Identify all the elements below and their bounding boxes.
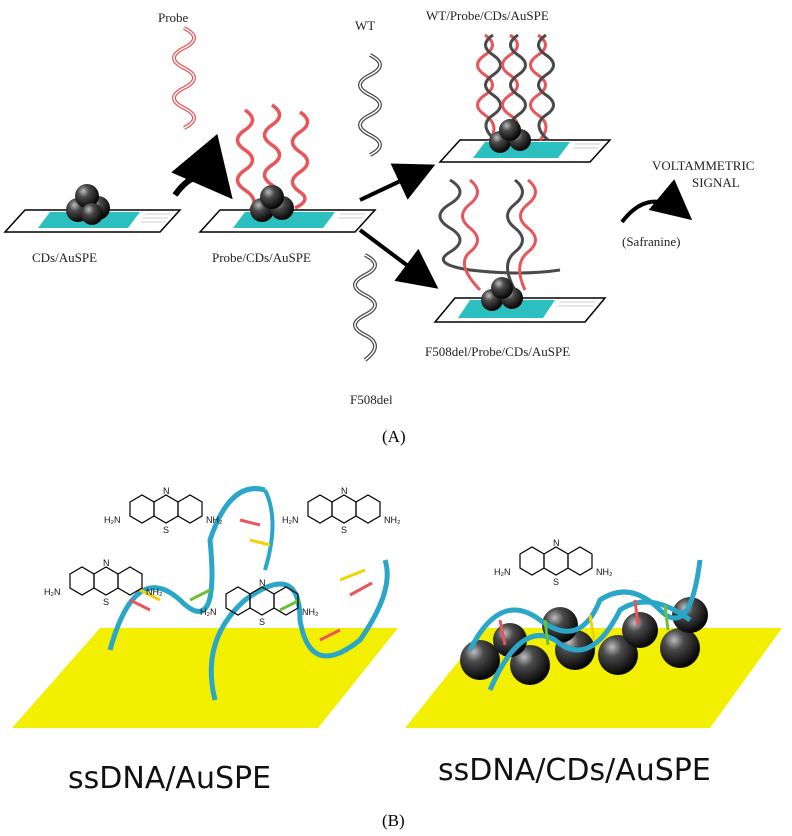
arrow-to-f508 xyxy=(358,228,439,289)
signal-line2: SIGNAL xyxy=(692,175,740,190)
mol3-n: N xyxy=(103,558,110,568)
panel-b-caption: (B) xyxy=(382,811,405,830)
mol5-n: N xyxy=(553,538,560,548)
mol4-nh2: NH₂ xyxy=(302,607,319,617)
molecule-2: N S H₂N NH₂ xyxy=(282,486,401,535)
mol5-nh2: NH₂ xyxy=(596,567,613,577)
wt-label: WT xyxy=(355,18,375,33)
f508-electrode-label: F508del/Probe/CDs/AuSPE xyxy=(425,344,570,359)
probe-label: Probe xyxy=(158,10,189,25)
mol2-nh2: NH₂ xyxy=(384,515,401,525)
left-caption-label: ssDNA/AuSPE xyxy=(68,761,271,796)
molecule-3: N S H₂N NH₂ xyxy=(44,558,163,607)
signal-curved-arrow xyxy=(620,179,693,224)
left-dna xyxy=(107,486,390,701)
right-caption-label: ssDNA/CDs/AuSPE xyxy=(438,753,711,788)
f508-electrode xyxy=(433,178,607,323)
cds-electrode xyxy=(3,184,182,233)
mol3-s: S xyxy=(103,597,109,607)
arrow-to-wt xyxy=(359,163,436,202)
mol5-h2n: H₂N xyxy=(494,567,511,577)
mol1-h2n: H₂N xyxy=(104,515,121,525)
probe-electrode-label: Probe/CDs/AuSPE xyxy=(212,250,311,265)
panel-b: N S H₂N NH₂ N S H₂N NH₂ N S H₂N NH₂ xyxy=(12,486,782,830)
probe-electrode xyxy=(198,103,377,233)
f508-label: F508del xyxy=(350,392,393,407)
mol1-n: N xyxy=(163,486,170,496)
safranine-label: (Safranine) xyxy=(622,234,680,249)
mol4-s: S xyxy=(259,617,265,627)
wt-electrode-label: WT/Probe/CDs/AuSPE xyxy=(426,8,549,23)
molecule-1: N S H₂N NH₂ xyxy=(104,486,223,535)
mol1-nh2: NH₂ xyxy=(206,515,223,525)
molecule-5: N S H₂N NH₂ xyxy=(494,538,613,587)
panel-a: Probe CDs/AuSPE Probe/CDs/AuSP xyxy=(3,8,754,446)
mol2-s: S xyxy=(341,525,347,535)
mol3-nh2: NH₂ xyxy=(146,587,163,597)
left-plane xyxy=(12,628,398,728)
right-dna xyxy=(460,559,708,691)
mol2-n: N xyxy=(341,486,348,496)
panel-a-caption: (A) xyxy=(382,427,406,446)
mol2-h2n: H₂N xyxy=(282,515,299,525)
curved-arrow xyxy=(171,133,233,200)
mol1-s: S xyxy=(163,525,169,535)
wt-electrode xyxy=(438,33,612,163)
mol3-h2n: H₂N xyxy=(44,587,61,597)
molecule-4: N S H₂N NH₂ xyxy=(200,578,319,627)
mol4-h2n: H₂N xyxy=(200,607,217,617)
cds-electrode-label: CDs/AuSPE xyxy=(32,250,97,265)
mol5-s: S xyxy=(553,577,559,587)
signal-line1: VOLTAMMETRIC xyxy=(652,158,754,173)
mol4-n: N xyxy=(259,578,266,588)
